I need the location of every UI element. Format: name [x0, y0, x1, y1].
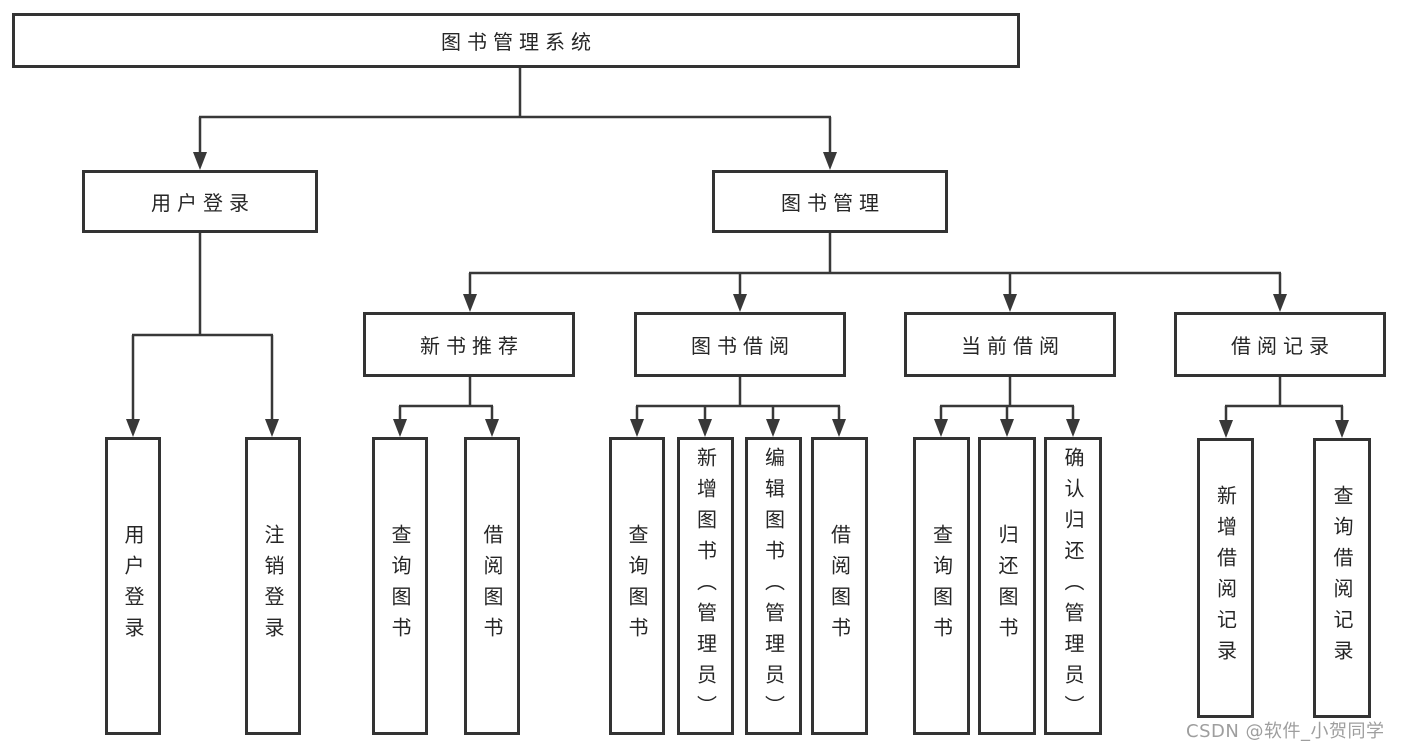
node-borrowing-records: 借阅记录 — [1174, 312, 1386, 377]
connector-login-to-leaves — [131, 233, 274, 421]
node-new-book-recommendation: 新书推荐 — [363, 312, 575, 377]
leaf-label: 编辑图书（管理员） — [761, 446, 786, 726]
node-current-borrowing: 当前借阅 — [904, 312, 1116, 377]
leaf-logout: 注销登录 — [245, 437, 301, 735]
connector-books-to-level3 — [468, 233, 1282, 296]
leaf-label: 用户登录 — [121, 524, 145, 648]
arrowheads — [126, 152, 1349, 438]
node-label: 新书推荐 — [420, 334, 524, 358]
leaf-label: 新增图书（管理员） — [693, 446, 718, 726]
leaf-borrow-books-recommend: 借阅图书 — [464, 437, 520, 735]
connector-records-to-leaves — [1224, 377, 1344, 422]
connector-newbook-to-leaves — [398, 377, 494, 421]
leaf-query-books-current: 查询图书 — [913, 437, 970, 735]
node-user-login: 用户登录 — [82, 170, 318, 233]
leaf-confirm-return-admin: 确认归还（管理员） — [1044, 437, 1102, 735]
leaf-label: 借阅图书 — [827, 524, 852, 648]
connector-borrowmgmt-to-leaves — [635, 377, 841, 421]
leaf-label: 查询图书 — [388, 524, 412, 648]
node-label: 借阅记录 — [1231, 334, 1335, 358]
leaf-label: 归还图书 — [995, 524, 1019, 648]
leaf-label: 新增借阅记录 — [1213, 485, 1238, 671]
node-label: 图书管理系统 — [441, 30, 597, 54]
leaf-add-borrow-record: 新增借阅记录 — [1197, 438, 1254, 718]
leaf-return-books: 归还图书 — [978, 437, 1036, 735]
leaf-label: 确认归还（管理员） — [1061, 446, 1085, 726]
leaf-query-books-recommend: 查询图书 — [372, 437, 428, 735]
leaf-label: 注销登录 — [261, 524, 285, 648]
leaf-label: 查询图书 — [929, 524, 954, 648]
leaf-user-login: 用户登录 — [105, 437, 161, 735]
connector-currentborrow-to-leaves — [939, 377, 1075, 421]
node-label: 图书借阅 — [691, 334, 795, 358]
leaf-label: 查询图书 — [625, 524, 649, 648]
leaf-add-books-admin: 新增图书（管理员） — [677, 437, 734, 735]
leaf-query-books-borrowing: 查询图书 — [609, 437, 665, 735]
node-label: 用户登录 — [151, 191, 255, 215]
csdn-watermark: CSDN @软件_小贺同学 — [1186, 721, 1385, 742]
leaf-label: 借阅图书 — [480, 524, 504, 648]
node-book-borrowing: 图书借阅 — [634, 312, 846, 377]
node-root-system: 图书管理系统 — [12, 13, 1020, 68]
leaf-edit-books-admin: 编辑图书（管理员） — [745, 437, 802, 735]
node-label: 图书管理 — [781, 191, 885, 215]
node-book-management: 图书管理 — [712, 170, 948, 233]
leaf-label: 查询借阅记录 — [1330, 485, 1354, 671]
leaf-borrow-books: 借阅图书 — [811, 437, 868, 735]
connector-root-to-level2 — [198, 68, 832, 155]
node-label: 当前借阅 — [961, 334, 1065, 358]
leaf-query-borrow-record: 查询借阅记录 — [1313, 438, 1371, 718]
